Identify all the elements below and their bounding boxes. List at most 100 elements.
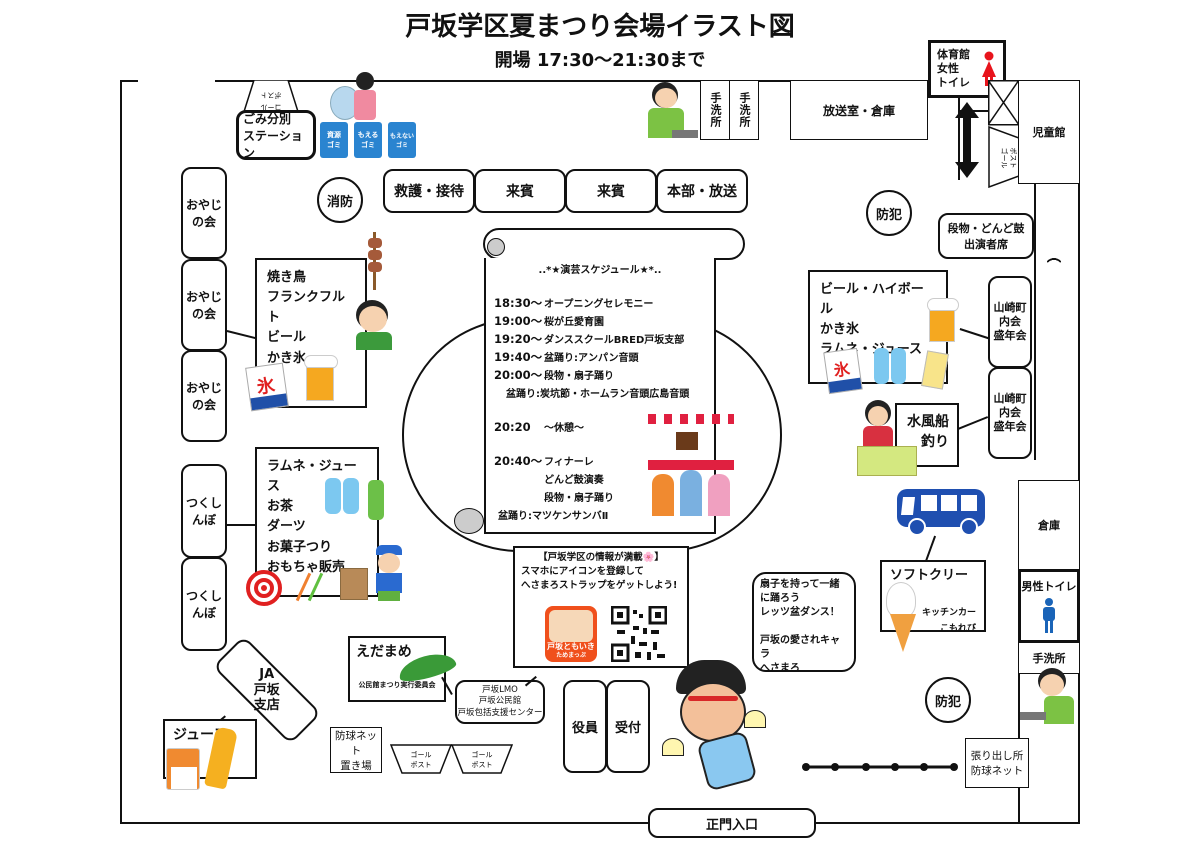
svg-text:ポスト: ポスト <box>411 761 432 769</box>
schedule-panel: ..*★演芸スケジュール★*.. 18:30〜オープニングセレモニー 19:00… <box>484 258 716 534</box>
mens-toilet-label: 男性トイレ <box>1021 580 1077 593</box>
mens-toilet: 男性トイレ <box>1018 569 1080 643</box>
booth-item: ダーツ <box>267 519 306 535</box>
qr-code-icon[interactable] <box>611 606 667 662</box>
step-icon: ︵ <box>1047 249 1061 265</box>
dart-target-icon <box>246 570 282 606</box>
schedule-row: 盆踊り:マツケンサンバⅡ <box>498 511 609 522</box>
page-title: 戸坂学区夏まつり会場イラスト図 <box>405 12 795 42</box>
oyaji-club-tent-2: おやじ の会 <box>181 259 227 351</box>
ground-border-top-a <box>120 80 138 82</box>
svg-text:ゴール: ゴール <box>261 103 282 112</box>
officers-tent: 役員 <box>563 680 607 773</box>
beer-mug-icon <box>300 355 340 405</box>
handwashing-boy-icon <box>1018 668 1076 726</box>
schedule-row: どんど鼓演奏 <box>544 475 604 486</box>
oyaji-club-tent-3: おやじ の会 <box>181 350 227 442</box>
reception-tent: 受付 <box>606 680 650 773</box>
ball-net-storage: 防球ネット 置き場 <box>330 727 382 773</box>
goal-post-right: ゴール ポスト <box>988 126 1020 188</box>
garbage-station: ごみ分別 ステーション <box>236 110 316 160</box>
app-name: 戸坂ともいき <box>547 642 595 651</box>
schedule-scroll-curl <box>454 508 484 534</box>
tea-bottle-icon <box>368 480 384 520</box>
schedule-row: 19:40〜盆踊り:アンパン音頭 <box>494 350 639 364</box>
lmo-community-center: 戸坂LMO 戸坂公民館 戸坂包括支援センター <box>455 680 545 724</box>
handwash-station-2: 手洗所 <box>729 80 759 140</box>
man-icon <box>1043 598 1055 633</box>
shaved-ice-flag-icon: 氷 <box>245 362 289 412</box>
connector-line <box>957 416 988 430</box>
app-info-box: 【戸坂学区の情報が満載🌸】 スマホにアイコンを登録して へさまろストラップをゲッ… <box>513 546 689 668</box>
ground-border-top-b <box>215 80 927 82</box>
double-arrow-icon <box>955 102 979 178</box>
ground-border-right <box>1078 80 1080 824</box>
paper-bag-icon <box>340 568 368 600</box>
info-line: スマホにアイコンを登録して <box>521 566 644 577</box>
boy-eating-icon <box>352 300 394 350</box>
booth-item: ラムネ・ジュース <box>267 459 357 495</box>
booth-item: ビール・ハイボール <box>820 282 924 318</box>
schedule-row: 20:00〜段物・扇子踊り <box>494 368 614 382</box>
yamasaki-youth-tent-2: 山崎町 内会 盛年会 <box>988 367 1032 459</box>
yamasaki-youth-tent-1: 山崎町 内会 盛年会 <box>988 276 1032 368</box>
hesamaro-mascot-icon <box>662 660 774 800</box>
ground-border-bottom-a <box>120 822 650 824</box>
tsukushinbo-tent-1: つくし んぼ <box>181 464 227 558</box>
step-icon: ︵ <box>1047 249 1061 265</box>
tsukushinbo-tent-2: つくし んぼ <box>181 557 227 651</box>
connector-line <box>959 328 989 339</box>
connector-line <box>227 524 257 526</box>
svg-text:ゴール: ゴール <box>411 750 432 759</box>
fire-dept-marker: 消防 <box>317 177 363 223</box>
svg-text:ポスト: ポスト <box>472 761 493 769</box>
crime-prevention-marker-top: 防犯 <box>866 190 912 236</box>
corridor-line-a <box>958 98 960 180</box>
booth-item: お菓子つり <box>267 539 333 555</box>
edamame-label: えだまめ <box>356 644 412 660</box>
main-gate-entrance[interactable]: 正門入口 <box>648 808 816 838</box>
booth-item: おもちゃ販売 <box>267 559 346 575</box>
storage-right: 倉庫 <box>1018 480 1080 570</box>
schedule-row: 盆踊り:炭坑節・ホームラン音頭広島音頭 <box>506 389 690 400</box>
childrens-hall: 児童館 <box>1018 80 1080 184</box>
tent-first-aid-reception: 救護・接待 <box>383 169 475 213</box>
bin-nonburnable-icon: もえない ゴミ <box>388 122 416 158</box>
step-icon: ︵ <box>1047 249 1061 265</box>
ramune-bottles-icon <box>325 478 365 514</box>
schedule-row: 20:40〜フィナーレ <box>494 454 594 468</box>
crime-prevention-marker-bottom: 防犯 <box>925 677 971 723</box>
schedule-row: 18:30〜オープニングセレモニー <box>494 296 654 310</box>
orange-juice-carton-icon <box>166 748 200 790</box>
info-heading: 【戸坂学区の情報が満載🌸】 <box>538 552 664 563</box>
darts-icon <box>295 572 326 604</box>
schedule-row: 20:20〜休憩〜 <box>494 420 584 434</box>
tent-headquarters-broadcast: 本部・放送 <box>656 169 748 213</box>
svg-text:ゴール: ゴール <box>472 750 493 759</box>
step-icon: ︵ <box>1047 249 1061 265</box>
ball-net-line <box>802 763 958 771</box>
cross-marked-area <box>988 80 1020 126</box>
garbage-bins: 資源 ゴミ もえる ゴミ もえない ゴミ <box>320 122 420 162</box>
schedule-scroll-top <box>483 228 745 260</box>
broadcast-room-storage: 放送室・倉庫 <box>790 80 928 140</box>
right-corridor-inner <box>1034 184 1036 460</box>
booth-item: かき氷 <box>820 322 860 338</box>
person-carrying-trash-icon <box>330 72 380 122</box>
step-icon: ︵ <box>1047 249 1061 265</box>
svg-text:ゴール: ゴール <box>1000 148 1009 169</box>
bin-recyclable-icon: 資源 ゴミ <box>320 122 348 158</box>
connector-line <box>226 330 257 339</box>
beer-mug-icon <box>925 298 961 344</box>
schedule-row: 19:20〜ダンススクールBRED戸坂支部 <box>494 332 685 346</box>
ja-branch-label: JA 戸坂 支店 <box>253 666 281 713</box>
yakitori-skewer-icon <box>368 232 382 290</box>
app-icon[interactable]: 戸坂ともいき ためまっぷ <box>545 606 597 662</box>
schedule-row: 段物・扇子踊り <box>544 493 614 504</box>
booth-item: 焼き鳥 <box>267 270 307 285</box>
tent-guests-1: 来賓 <box>474 169 566 213</box>
mascot-speech-bubble: 扇子を持って一緒 に踊ろう レッツ盆ダンス！ 戸坂の愛されキャラ へさまろ <box>752 572 856 674</box>
info-line: へさまろストラップをゲットしよう! <box>521 580 678 591</box>
booth-item: かき氷 <box>267 350 307 366</box>
bin-burnable-icon: もえる ゴミ <box>354 122 382 158</box>
